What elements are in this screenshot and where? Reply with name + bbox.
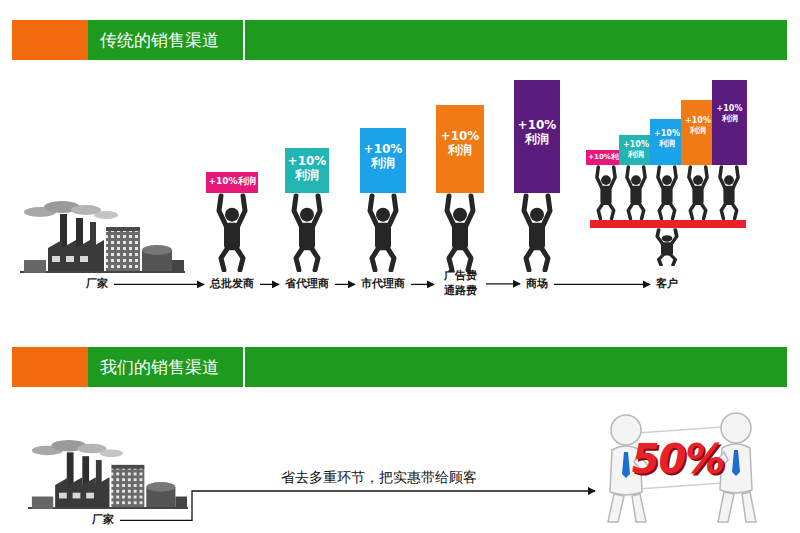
stage-label: 商场: [526, 277, 548, 292]
flow-arrow: [120, 491, 595, 520]
arrow-label-box: 省去多重环节，把实惠带给顾客: [278, 469, 480, 487]
section-title: 我们的销售渠道: [88, 347, 243, 387]
profit-box-text: +10% 利润: [619, 140, 653, 159]
profit-box: +10% 利润: [712, 80, 747, 165]
factory-icon: [28, 440, 188, 509]
stage-label: 市代理商: [361, 277, 405, 292]
stage-label: 客户: [656, 277, 678, 292]
profit-box: +10% 利润: [360, 128, 406, 193]
carrying-figures: [608, 413, 756, 522]
stage-label: 厂家: [92, 513, 114, 528]
profit-box: +10% 利润: [650, 119, 684, 165]
profit-box-text: +10% 利润: [514, 118, 560, 147]
stage-label-text: 商场: [526, 277, 548, 290]
section-title-text: 传统的销售渠道: [100, 29, 219, 52]
profit-box: +10% 利润: [619, 135, 653, 165]
profit-box-text: +10% 利润: [285, 154, 329, 183]
discount-sign-text: 50%: [632, 436, 725, 482]
customer-group: [590, 167, 746, 265]
flow-arrow: [411, 284, 434, 285]
stage-label-text: 厂家: [92, 513, 114, 526]
stage-label-text: 广告费 通路费: [444, 269, 477, 297]
flow-arrow: [486, 283, 520, 284]
profit-box-text: +10% 利润: [360, 142, 406, 171]
profit-box: +10% 利润: [285, 148, 329, 193]
profit-box: +10%利润: [206, 172, 258, 193]
stage-label-text: 省代理商: [285, 277, 329, 290]
discount-sign: 50%: [598, 412, 758, 528]
profit-box-text: +10%利润: [208, 176, 255, 187]
profit-box-text: +10% 利润: [712, 104, 747, 123]
profit-box: +10% 利润: [514, 80, 560, 193]
section-title-text: 我们的销售渠道: [100, 356, 219, 379]
stage-label: 总批发商: [210, 277, 254, 292]
stage-label-text: 市代理商: [361, 277, 405, 290]
flow-arrow: [335, 284, 355, 285]
stage-label: 广告费 通路费: [440, 269, 480, 299]
carrier-figures: [219, 196, 550, 270]
profit-box-text: +10% 利润: [436, 129, 484, 158]
section-title: 传统的销售渠道: [88, 20, 243, 60]
arrow-label: 省去多重环节，把实惠带给顾客: [281, 469, 477, 485]
stage-label: 厂家: [86, 277, 108, 292]
profit-box: +10% 利润: [681, 100, 715, 165]
flow-arrow: [260, 284, 279, 285]
section-band: [12, 20, 787, 387]
flow-arrow: [554, 284, 650, 285]
flow-arrow: [114, 284, 204, 285]
factory-icon: [20, 201, 185, 273]
stage-label-text: 总批发商: [210, 277, 254, 290]
stage-label-text: 厂家: [86, 277, 108, 290]
profit-box-text: +10% 利润: [650, 129, 684, 148]
stage-label-text: 客户: [656, 277, 678, 290]
profit-box: +10% 利润: [436, 105, 484, 193]
profit-box-text: +10% 利润: [681, 116, 715, 135]
stage-label: 省代理商: [285, 277, 329, 292]
